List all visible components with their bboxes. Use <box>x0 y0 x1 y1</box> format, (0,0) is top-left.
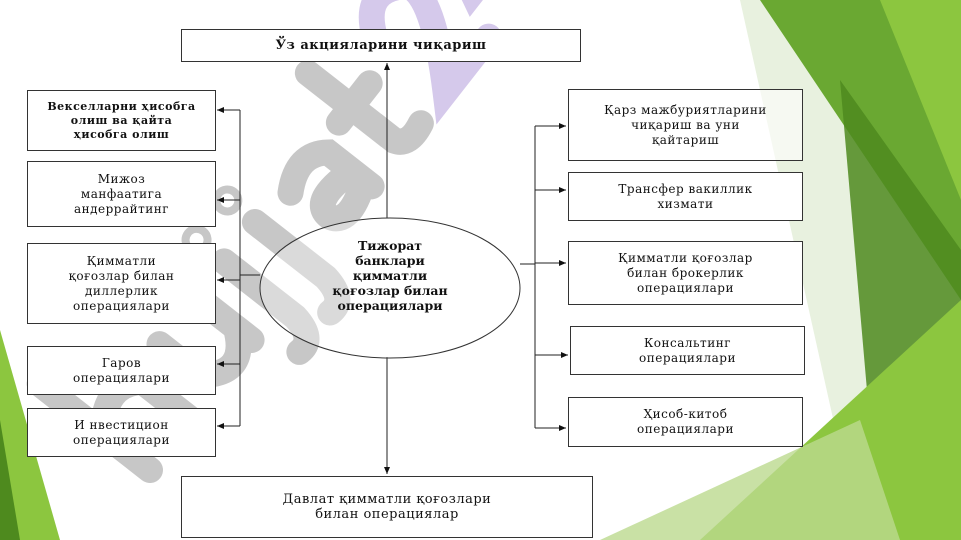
right-box-transfer: Трансфер вакиллик хизмати <box>568 172 803 221</box>
right-box-debt: Қарз мажбуриятларини чиқариш ва уни қайт… <box>568 89 803 161</box>
left-box-investment: И нвестицион операциялари <box>27 408 216 457</box>
top-box: Ўз акцияларини чиқариш <box>181 29 581 62</box>
left-box-bills: Векселларни ҳисобга олиш ва қайта ҳисобг… <box>27 90 216 151</box>
left-box-dealer: Қимматли қоғозлар билан диллерлик операц… <box>27 243 216 324</box>
center-label: Тижорат банклари қимматли қоғозлар билан… <box>332 238 448 313</box>
right-box-broker: Қимматли қоғозлар билан брокерлик операц… <box>568 241 803 305</box>
bottom-box: Давлат қимматли қоғозлари билан операция… <box>181 476 593 538</box>
left-box-collateral: Гаров операциялари <box>27 346 216 395</box>
right-box-settlement: Ҳисоб-китоб операциялари <box>568 397 803 447</box>
left-box-underwriting: Мижоз манфаатига андеррайтинг <box>27 161 216 227</box>
right-box-consulting: Консальтинг операциялари <box>570 326 805 375</box>
center-ellipse <box>259 217 521 359</box>
